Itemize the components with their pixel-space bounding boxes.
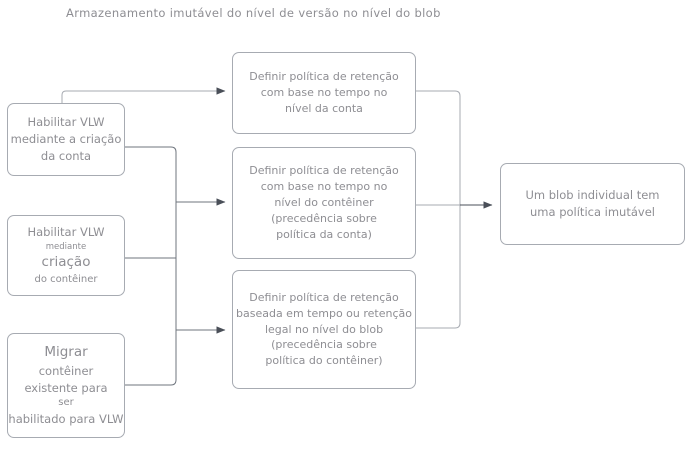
node-line: existente para <box>24 380 108 395</box>
edge-policy-account-to-right-bus <box>416 90 461 205</box>
node-enable-vlw-account[interactable]: Habilitar VLW mediante a criação da cont… <box>7 103 125 176</box>
diagram-title: Armazenamento imutável do nível de versã… <box>66 6 441 20</box>
node-enable-vlw-container[interactable]: Habilitar VLW mediante criação do contêi… <box>7 215 125 296</box>
node-line: Definir política de retenção <box>249 164 399 178</box>
node-line: política do contêiner) <box>265 354 383 368</box>
edge-account-to-policy-account <box>61 87 226 103</box>
node-line: baseada em tempo ou retenção <box>236 306 412 320</box>
node-line: Definir política de retenção <box>249 290 399 304</box>
node-blob-has-immutable-policy[interactable]: Um blob individual tem uma política imut… <box>500 163 685 245</box>
node-line: com base no tempo no <box>260 180 388 194</box>
node-line: criação <box>41 253 91 270</box>
node-line: mediante a criação <box>10 132 122 147</box>
node-line: (precedência sobre <box>271 338 377 352</box>
node-line: Definir política de retenção <box>249 70 399 84</box>
node-line: legal no nível do blob <box>264 322 384 336</box>
node-set-blob-level-policy[interactable]: Definir política de retenção baseada em … <box>232 270 416 389</box>
node-line: política da conta) <box>276 227 372 241</box>
edge-migrate-to-bus <box>125 330 177 386</box>
node-line: mediante <box>45 241 87 252</box>
edge-account-to-bus <box>125 146 177 202</box>
node-line: (precedência sobre <box>271 211 377 225</box>
node-migrate-existing-container[interactable]: Migrar contêiner existente para ser habi… <box>7 333 125 438</box>
node-line: com base no tempo no <box>260 86 388 100</box>
node-line: Um blob individual tem <box>525 188 660 203</box>
node-line: da conta <box>40 148 92 163</box>
node-line: Habilitar VLW <box>27 115 105 130</box>
node-set-container-level-policy[interactable]: Definir política de retenção com base no… <box>232 147 416 259</box>
node-set-account-level-policy[interactable]: Definir política de retenção com base no… <box>232 52 416 134</box>
node-line: contêiner <box>38 364 94 379</box>
node-line: nível do contêiner <box>274 196 374 210</box>
node-line: nível da conta <box>285 101 363 115</box>
edge-policy-blob-to-right-bus <box>416 205 461 329</box>
node-line: habilitado para VLW <box>8 411 124 426</box>
node-line: uma política imutável <box>530 205 655 219</box>
node-line: Migrar <box>44 344 88 361</box>
node-line: Habilitar VLW <box>27 224 105 239</box>
node-line: ser <box>58 397 74 409</box>
node-line: do contêiner <box>34 273 98 285</box>
